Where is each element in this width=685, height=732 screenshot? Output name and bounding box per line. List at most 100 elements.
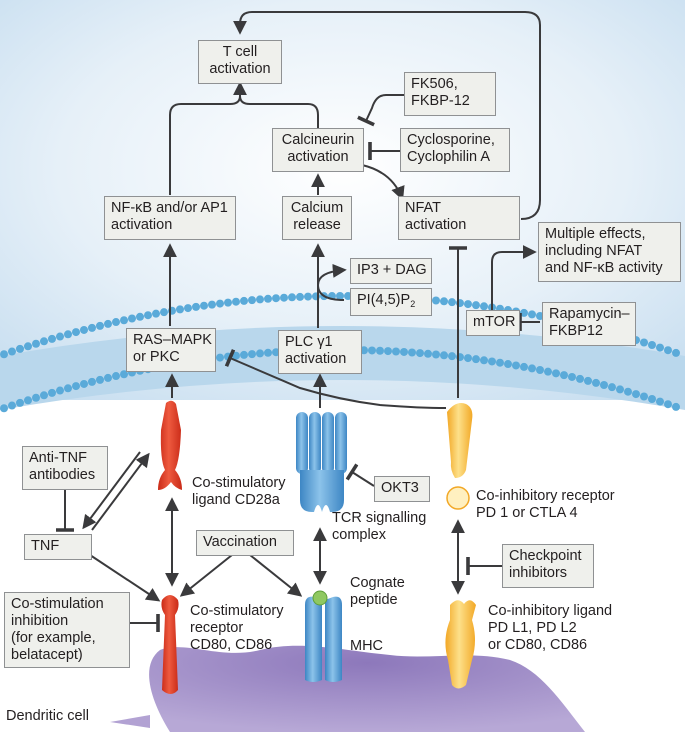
pd1-receptor (446, 403, 473, 510)
lipid-head (576, 374, 584, 383)
lipid-head (264, 294, 272, 303)
lipid-head (120, 370, 128, 379)
lipid-head (528, 310, 536, 319)
lipid-head (416, 349, 424, 358)
lipid-head (200, 301, 208, 310)
lipid-head (64, 330, 72, 339)
lipid-head (24, 396, 32, 405)
lipid-head (256, 349, 264, 358)
lipid-head (448, 352, 456, 361)
lipid-head (600, 381, 608, 390)
lipid-head (16, 398, 24, 407)
lipid-head (208, 300, 216, 309)
lipid-head (480, 356, 488, 365)
lipid-head (48, 388, 56, 397)
lipid-head (496, 358, 504, 367)
lipid-head (112, 318, 120, 327)
rapamycin-box: Rapamycin–FKBP12 (542, 302, 636, 346)
lipid-head (544, 367, 552, 376)
lipid-head (440, 297, 448, 306)
lipid-head (216, 299, 224, 308)
lipid-head (480, 302, 488, 311)
lipid-head (504, 360, 512, 369)
lipid-head (632, 390, 640, 399)
lipid-head (24, 342, 32, 351)
lipid-head (608, 383, 616, 392)
lipid-head (192, 302, 200, 311)
lipid-head (656, 343, 664, 352)
lipid-head (584, 376, 592, 385)
lipid-head (80, 325, 88, 334)
lipid-head (256, 295, 264, 304)
lipid-head (88, 377, 96, 386)
lipid-head (664, 400, 672, 409)
lipid-head (616, 385, 624, 394)
lipid-head (80, 379, 88, 388)
lipid-head (104, 373, 112, 382)
lipid-head (512, 361, 520, 370)
lipid-head (648, 395, 656, 404)
lipid-head (360, 346, 368, 355)
lipid-head (440, 351, 448, 360)
arrow-nfat-to-tcell (233, 11, 541, 220)
dendritic-cell-process (110, 715, 150, 728)
cognate-peptide-dot (312, 590, 328, 606)
lipid-head (664, 346, 672, 355)
lipid-head (432, 296, 440, 305)
lipid-head (648, 341, 656, 350)
lipid-head (536, 365, 544, 374)
lipid-head (0, 404, 8, 413)
cd80-receptor (161, 595, 179, 694)
lipid-head (624, 387, 632, 396)
lipid-head (448, 298, 456, 307)
lipid-head (392, 347, 400, 356)
lipid-head (144, 311, 152, 320)
lipid-head (240, 350, 248, 359)
dendritic-cell-label: Dendritic cell (6, 708, 89, 724)
lipid-head (264, 348, 272, 357)
lipid-head (432, 350, 440, 359)
lipid-head (104, 319, 112, 328)
cyclosporine-box: Cyclosporine,Cyclophilin A (400, 128, 510, 172)
lipid-head (240, 296, 248, 305)
lipid-head (368, 346, 376, 355)
lipid-head (8, 401, 16, 410)
mhc-label: MHC (350, 638, 384, 654)
dendritic-cell (149, 645, 585, 732)
lipid-head (72, 382, 80, 391)
vaccination-box: Vaccination (196, 530, 294, 556)
lipid-head (672, 402, 680, 411)
lipid-head (528, 364, 536, 373)
lipid-head (56, 332, 64, 341)
lipid-head (56, 386, 64, 395)
okt3-box: OKT3 (374, 476, 430, 502)
lipid-head (408, 348, 416, 357)
inhibit-ras (224, 349, 447, 409)
lipid-head (72, 328, 80, 337)
ip3-dag-box: IP3 + DAG (350, 258, 432, 284)
lipid-head (160, 308, 168, 317)
lipid-head (152, 309, 160, 318)
lipid-head (296, 292, 304, 301)
lipid-head (552, 369, 560, 378)
lipid-head (0, 350, 8, 359)
lipid-head (656, 397, 664, 406)
lipid-head (88, 323, 96, 332)
lipid-head (136, 312, 144, 321)
lipid-head (288, 293, 296, 302)
lipid-head (640, 392, 648, 401)
lipid-head (520, 362, 528, 371)
lipid-head (672, 348, 680, 357)
lipid-head (96, 375, 104, 384)
lipid-head (224, 298, 232, 307)
